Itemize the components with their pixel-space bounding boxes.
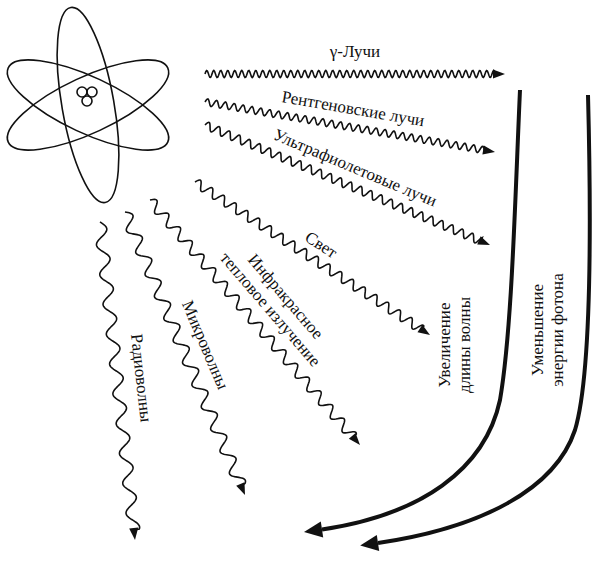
wave-line [150, 199, 356, 437]
arrow-head [129, 528, 138, 540]
wave [205, 122, 490, 245]
arrow-head [493, 70, 505, 79]
wave-line [205, 71, 495, 78]
radiation-label: Ультрафиолетовые лучи [270, 125, 439, 211]
arrow-head [360, 535, 379, 551]
orbit [0, 42, 180, 167]
waves [96, 70, 505, 541]
wave [205, 70, 505, 79]
wave-line [205, 122, 482, 243]
radiation-label: Рентгеновские лучи [280, 87, 426, 131]
nucleon [82, 96, 92, 106]
arrow-head [236, 482, 245, 495]
atom [0, 3, 180, 207]
arrow-head [477, 236, 490, 245]
wave [150, 199, 360, 445]
trend-label: Уменьшение энергии фотона [528, 263, 567, 398]
radiation-label: Свет [302, 228, 341, 263]
trend-arc [378, 95, 590, 543]
arrow-head [482, 146, 495, 155]
radiation-label: Радиоволны [127, 333, 156, 423]
radiation-label: γ-Лучи [330, 42, 380, 62]
arrow-head [304, 522, 323, 538]
orbit [0, 42, 180, 167]
orbit [45, 3, 131, 207]
trend-label: Увеличение длины волны [435, 289, 474, 401]
arrow-head [418, 325, 431, 335]
radiation-label: Микроволны [178, 297, 233, 392]
arrow-head [349, 433, 360, 445]
